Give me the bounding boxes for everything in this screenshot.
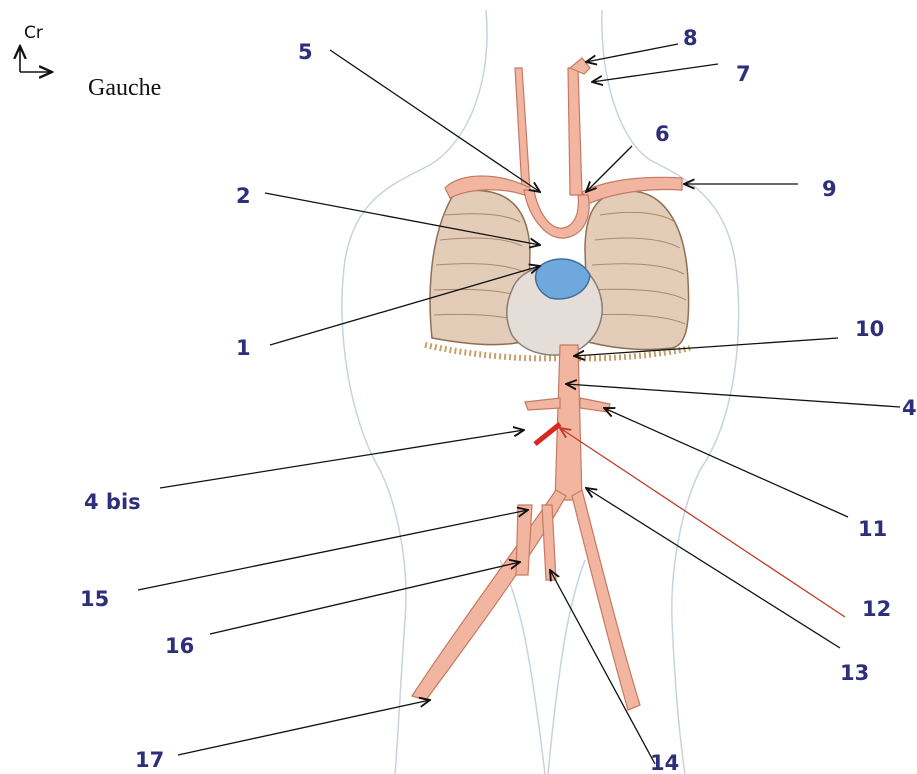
leader-11 <box>604 408 848 517</box>
aortic-arch <box>524 190 589 238</box>
left-side-label: Gauche <box>88 75 161 101</box>
vessels <box>412 58 682 710</box>
label-5: 5 <box>298 40 313 64</box>
label-9: 9 <box>822 177 837 201</box>
label-15: 15 <box>80 587 109 611</box>
aorta-ligature-mark <box>535 424 560 444</box>
label-8: 8 <box>683 26 698 50</box>
leader-7 <box>592 64 718 82</box>
renal-branch <box>580 398 610 412</box>
label-4: 4 <box>902 396 917 420</box>
leader-4bis <box>160 430 524 488</box>
label-10: 10 <box>855 317 884 341</box>
left-iliac <box>572 490 640 710</box>
left-carotid <box>568 68 582 195</box>
label-16: 16 <box>165 634 194 658</box>
leader-4 <box>566 384 900 407</box>
label-17: 17 <box>135 748 164 772</box>
leader-15 <box>138 510 528 590</box>
label-1: 1 <box>236 336 251 360</box>
label-7: 7 <box>736 62 751 86</box>
label-14: 14 <box>650 751 679 774</box>
cranial-label: Cr <box>24 23 43 43</box>
leader-8 <box>586 44 678 62</box>
label-6: 6 <box>655 122 670 146</box>
label-11: 11 <box>858 517 887 541</box>
label-2: 2 <box>236 184 251 208</box>
label-12: 12 <box>862 597 891 621</box>
right-carotid <box>515 68 530 190</box>
internal-iliac <box>516 505 532 575</box>
celiac-branch <box>525 398 560 410</box>
leader-13 <box>586 488 840 648</box>
label-4bis: 4 bis <box>84 490 141 514</box>
leader-5 <box>330 50 540 192</box>
label-13: 13 <box>840 661 869 685</box>
leader-lines <box>138 44 900 764</box>
orientation-indicator: Cr Gauche <box>20 23 161 101</box>
leader-17 <box>178 700 430 755</box>
abdominal-aorta <box>555 345 582 500</box>
